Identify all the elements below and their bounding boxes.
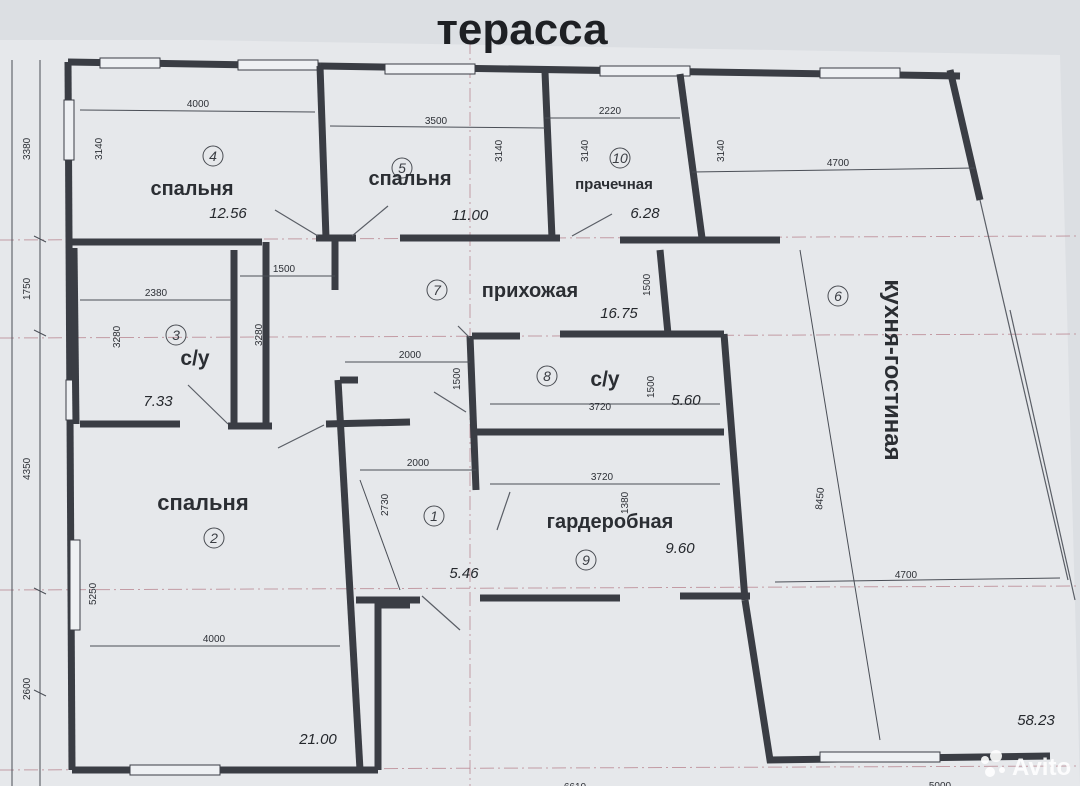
room-4-area: 12.56 [209,205,247,222]
dim-3140-a: 3140 [94,137,105,160]
dim-2220: 2220 [599,106,622,117]
room-6-name: кухня-гостиная [879,279,906,460]
room-10-name: прачечная [575,176,653,193]
room-10-number: 10 [612,150,628,166]
dim-6610: 6610 [564,782,587,786]
dim-8450: 8450 [814,487,827,511]
avito-watermark-text: Avito [1012,754,1071,781]
dim-2730: 2730 [380,493,391,516]
outer-walls [63,57,1076,776]
dim-2600: 2600 [22,677,33,700]
door-swings [187,205,613,631]
paper-sheet [0,40,1080,786]
room-9-area: 9.60 [665,540,695,557]
room-4-name: спальня [150,178,233,200]
dim-3140-c: 3140 [580,139,591,162]
room-3-area: 7.33 [143,393,173,410]
room-7-number: 7 [433,282,442,298]
room-7-name: прихожая [482,280,578,302]
dim-5250: 5250 [88,582,99,605]
room-3-name: с/у [180,347,210,370]
room-number-circles [165,145,849,571]
dim-1500-c: 1500 [452,367,463,390]
dim-3500: 3500 [425,116,448,127]
room-6-area: 58.23 [1017,712,1055,729]
room-2-name: спальня [157,490,248,515]
dim-4350: 4350 [22,457,33,480]
dim-4000-bottom: 4000 [203,634,226,645]
terrace-title: терасса [436,5,608,54]
dim-4700-bottom: 4700 [895,570,918,581]
left-dimension-strip: 3380 1750 4350 2600 [11,60,47,786]
dim-3720-a: 3720 [589,402,612,413]
room-8-name: с/у [590,368,620,391]
dim-3380: 3380 [22,137,33,160]
room-3-number: 3 [172,327,180,343]
dim-4700-top: 4700 [827,158,850,169]
room-10-area: 6.28 [630,205,660,222]
room-7-area: 16.75 [600,305,638,322]
room-2-number: 2 [209,530,218,546]
dim-3140-d: 3140 [716,139,727,162]
dim-3280-a: 3280 [112,325,123,348]
dim-1380: 1380 [620,491,631,514]
room-5-number: 5 [398,160,406,176]
dim-1500-a: 1500 [273,264,296,275]
avito-watermark: Avito [981,750,1071,781]
room-1-number: 1 [430,508,438,524]
room-6-number: 6 [834,288,842,304]
dim-3720-b: 3720 [591,472,614,483]
interior-walls [70,65,780,771]
room-2-area: 21.00 [298,731,337,748]
dim-1500-b: 1500 [642,273,653,296]
dim-2000-a: 2000 [399,350,422,361]
dim-4000-top: 4000 [187,99,210,110]
room-8-area: 5.60 [671,392,701,409]
room-4-number: 4 [209,148,217,164]
dim-2380: 2380 [145,288,168,299]
dim-5000: 5000 [929,781,952,786]
dimension-lines [79,109,1061,741]
room-9-number: 9 [582,552,590,568]
dim-3140-b: 3140 [494,139,505,162]
room-8-number: 8 [543,368,551,384]
room-5-area: 11.00 [452,207,489,224]
dim-1500-d: 1500 [646,375,657,398]
dim-3280-b: 3280 [254,323,265,346]
room-5-name: спальня [368,168,451,190]
dim-2000-b: 2000 [407,458,430,469]
room-1-area: 5.46 [449,565,479,582]
dim-1750: 1750 [22,277,33,300]
room-9-name: гардеробная [547,511,674,533]
